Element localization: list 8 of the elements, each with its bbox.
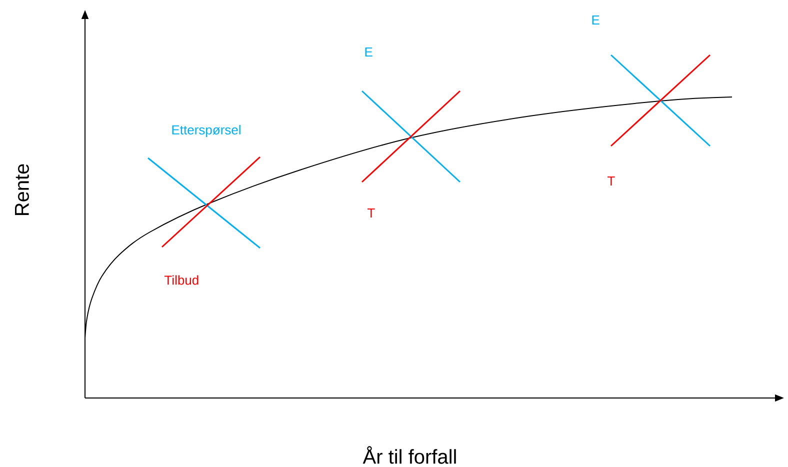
supply-label: T: [608, 176, 615, 186]
demand-label: E: [365, 48, 372, 56]
supply-label: T: [368, 208, 375, 218]
axis-title: År til forfall: [362, 446, 456, 464]
demand-label: E: [592, 16, 600, 24]
supply-label: Tilbud: [164, 275, 198, 285]
axis-title: Rente: [15, 164, 29, 216]
demand-label: Etterspørsel: [172, 124, 240, 138]
